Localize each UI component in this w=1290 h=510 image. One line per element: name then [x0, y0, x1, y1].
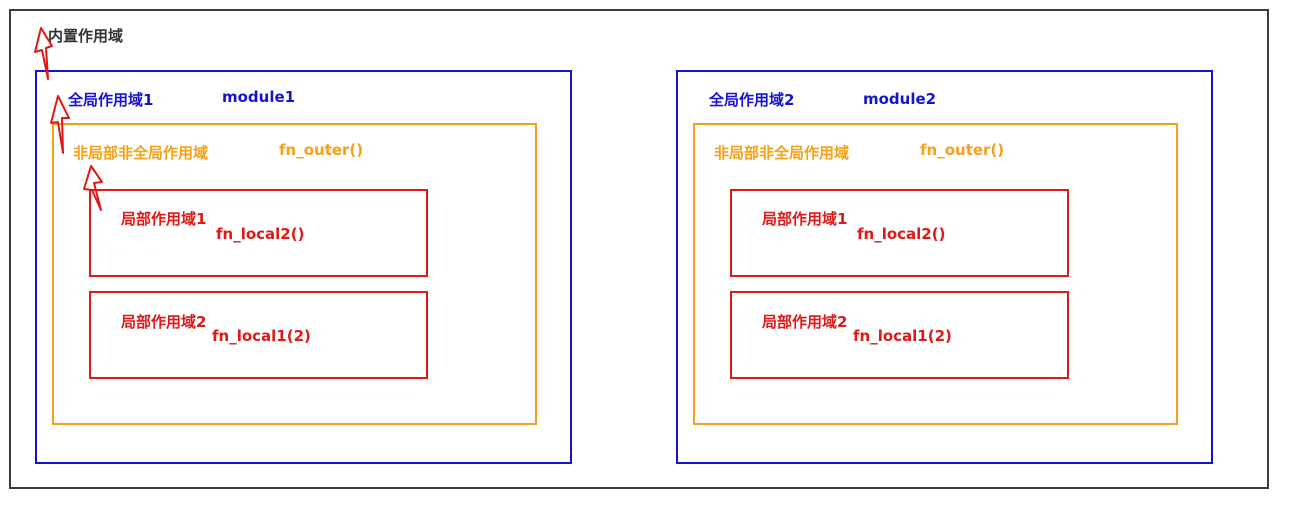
module2-local-scope2-name: fn_local1(2): [853, 327, 952, 345]
module1-enclosing-scope-label: 非局部非全局作用域: [73, 144, 209, 162]
module2-global-scope-box: [676, 70, 1213, 464]
module2-enclosing-scope-box: [693, 123, 1178, 425]
builtin-scope-label: 内置作用域: [48, 27, 124, 45]
module2-enclosing-scope-label: 非局部非全局作用域: [714, 144, 850, 162]
module2-local-scope1-label: 局部作用域1: [762, 210, 848, 228]
module1-local-scope1-name: fn_local2(): [216, 225, 305, 243]
builtin-scope-box: [9, 9, 1269, 489]
module2-local-scope1-box: [730, 189, 1069, 277]
module1-local-scope2-box: [89, 291, 428, 379]
module2-global-scope-label: 全局作用域2: [709, 91, 795, 109]
module2-enclosing-name: fn_outer(): [920, 141, 1005, 159]
module1-local-scope1-box: [89, 189, 428, 277]
module2-local-scope2-box: [730, 291, 1069, 379]
module1-local-scope1-label: 局部作用域1: [121, 210, 207, 228]
module1-name: module1: [222, 88, 296, 106]
module2-local-scope1-name: fn_local2(): [857, 225, 946, 243]
module1-local-scope2-label: 局部作用域2: [121, 313, 207, 331]
module1-global-scope-label: 全局作用域1: [68, 91, 154, 109]
module1-enclosing-scope-box: [52, 123, 537, 425]
module1-enclosing-name: fn_outer(): [279, 141, 364, 159]
module2-name: module2: [863, 90, 937, 108]
module1-local-scope2-name: fn_local1(2): [212, 327, 311, 345]
module2-local-scope2-label: 局部作用域2: [762, 313, 848, 331]
module1-global-scope-box: [35, 70, 572, 464]
